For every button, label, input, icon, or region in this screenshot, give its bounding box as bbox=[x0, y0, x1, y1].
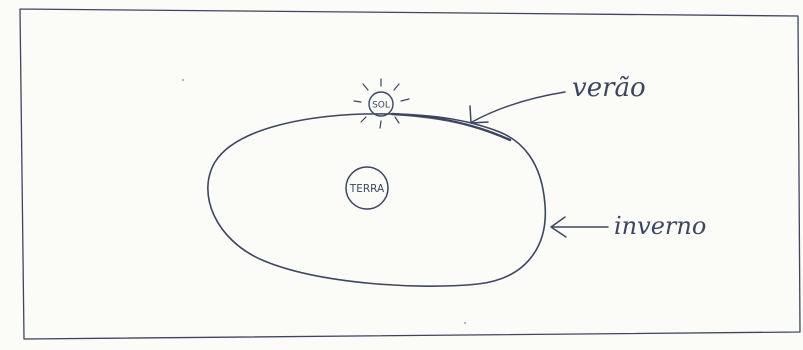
sun: SOL bbox=[354, 79, 409, 128]
sun-ray-icon bbox=[380, 121, 381, 128]
sketch-frame bbox=[20, 9, 800, 339]
sun-label: SOL bbox=[372, 101, 390, 111]
sun-ray-icon bbox=[394, 84, 399, 90]
paper-speck bbox=[182, 79, 184, 81]
earth: TERRA bbox=[346, 167, 388, 209]
winter-label: inverno bbox=[614, 212, 706, 240]
earth-label: TERRA bbox=[349, 183, 385, 195]
sun-ray-icon bbox=[363, 84, 368, 90]
sun-ray-icon bbox=[354, 101, 361, 102]
summer-arrow-icon bbox=[472, 92, 565, 122]
orbit-summer-arc bbox=[392, 114, 510, 140]
orbit-ellipse bbox=[208, 114, 545, 286]
sun-ray-icon bbox=[361, 117, 366, 122]
summer-label: verão bbox=[572, 73, 646, 103]
summer-annotation: verão bbox=[470, 73, 646, 123]
sun-ray-icon bbox=[401, 99, 409, 101]
sun-ray-icon bbox=[395, 117, 399, 123]
paper-speck bbox=[464, 322, 466, 324]
winter-annotation: inverno bbox=[551, 212, 706, 240]
